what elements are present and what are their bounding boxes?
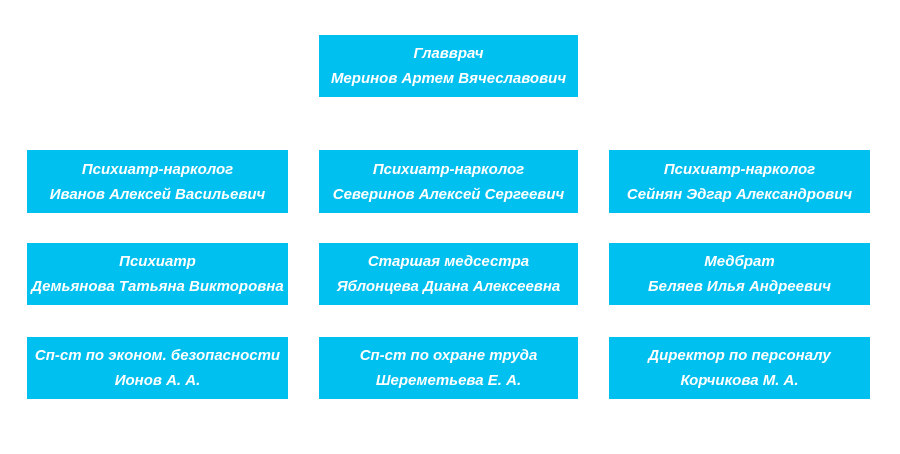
person-name: Иванов Алексей Васильевич [49,185,266,203]
org-node-male-nurse[interactable]: Медбрат Беляев Илья Андреевич [609,243,870,305]
org-node-psychiatrist[interactable]: Психиатр Демьянова Татьяна Викторовна [27,243,288,305]
org-node-economic-security-specialist[interactable]: Сп-ст по эконом. безопасности Ионов А. А… [27,337,288,399]
person-name: Шереметьева Е. А. [375,372,522,389]
org-node-labor-safety-specialist[interactable]: Сп-ст по охране труда Шереметьева Е. А. [319,337,578,399]
org-node-chief-physician[interactable]: Главврач Меринов Артем Вячеславович [319,35,578,97]
position-title: Психиатр-нарколог [372,160,525,178]
position-title: Сп-ст по охране труда [359,347,538,364]
person-name: Корчикова М. А. [680,372,799,389]
position-title: Психиатр-нарколог [663,160,816,178]
position-title: Директор по персоналу [648,347,831,364]
org-node-hr-director[interactable]: Директор по персоналу Корчикова М. А. [609,337,870,399]
position-title: Сп-ст по эконом. безопасности [34,347,281,364]
org-node-narcologist-3[interactable]: Психиатр-нарколог Сейнян Эдгар Александр… [609,150,870,213]
person-name: Яблонцева Диана Алексеевна [336,278,561,295]
person-name: Ионов А. А. [114,372,201,389]
org-node-narcologist-1[interactable]: Психиатр-нарколог Иванов Алексей Василье… [27,150,288,213]
org-node-head-nurse[interactable]: Старшая медсестра Яблонцева Диана Алексе… [319,243,578,305]
position-title: Психиатр-нарколог [81,160,234,178]
person-name: Демьянова Татьяна Викторовна [31,278,284,295]
person-name: Сейнян Эдгар Александрович [626,185,853,203]
person-name: Меринов Артем Вячеславович [330,70,567,87]
position-title: Медбрат [704,253,775,270]
position-title: Старшая медсестра [367,253,530,270]
org-node-narcologist-2[interactable]: Психиатр-нарколог Северинов Алексей Серг… [319,150,578,213]
position-title: Психиатр [119,253,196,270]
person-name: Северинов Алексей Сергеевич [332,185,565,203]
person-name: Беляев Илья Андреевич [648,278,831,295]
position-title: Главврач [413,45,484,62]
